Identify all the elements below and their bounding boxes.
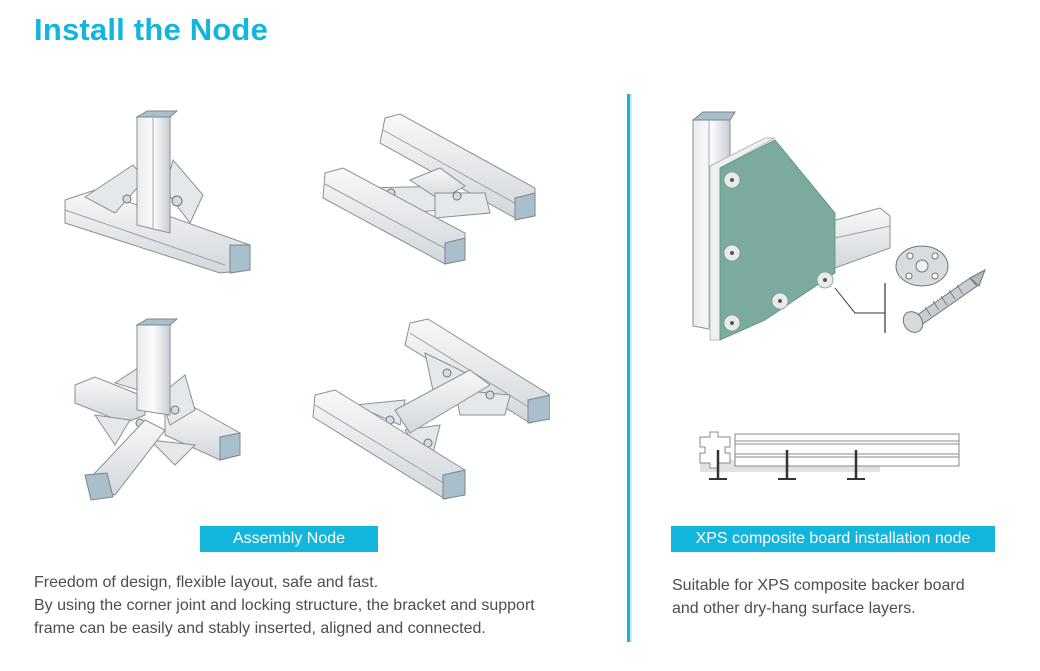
page-title: Install the Node <box>34 12 269 47</box>
description-line: Freedom of design, flexible layout, safe… <box>34 574 379 591</box>
assembly-node-description: Freedom of design, flexible layout, safe… <box>34 571 535 640</box>
t-joint-node-illustration <box>64 110 251 274</box>
section-view-illustration <box>699 431 960 480</box>
description-line: Suitable for XPS composite backer board <box>672 577 965 594</box>
four-way-node-illustration <box>74 318 241 501</box>
xps-board-mount-illustration <box>691 111 986 341</box>
h-joint-node-illustration <box>322 113 536 265</box>
xps-node-label: XPS composite board installation node <box>671 526 995 552</box>
screw-icon <box>902 268 986 333</box>
description-line: frame can be easily and stably inserted,… <box>34 620 486 637</box>
description-line: and other dry-hang surface layers. <box>672 600 916 617</box>
description-line: By using the corner joint and locking st… <box>34 597 535 614</box>
double-h-joint-node-illustration <box>312 318 550 500</box>
assembly-node-label: Assembly Node <box>200 526 378 552</box>
section-divider <box>627 94 632 642</box>
xps-node-description: Suitable for XPS composite backer board … <box>672 574 965 620</box>
washer-icon <box>895 245 949 287</box>
